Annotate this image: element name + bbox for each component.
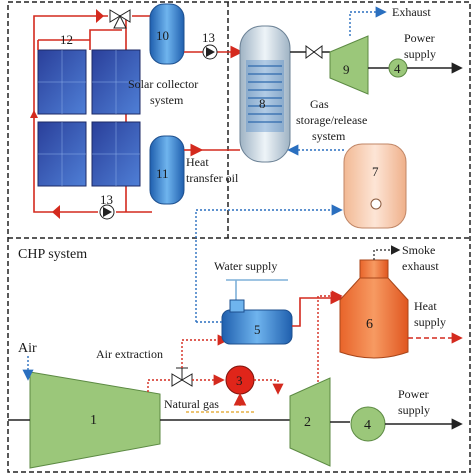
component-4-top-label: 4 <box>394 61 401 76</box>
compressor-1[interactable]: 1 <box>29 371 161 469</box>
smoke-exhaust-label-1: Smoke <box>402 243 435 257</box>
pump-13-bottom[interactable] <box>99 204 115 220</box>
combustor-3[interactable]: 3 <box>225 365 255 395</box>
heat-exchanger-5[interactable]: 5 <box>221 299 293 345</box>
component-11-label: 11 <box>156 166 169 181</box>
gas-storage-label-3: system <box>312 129 346 143</box>
hx-to-6 <box>292 291 344 327</box>
power-top-label-2: supply <box>404 47 436 61</box>
smoke-line <box>373 245 401 260</box>
component-1-label: 1 <box>90 413 97 428</box>
generator-4-top[interactable]: 4 <box>388 58 408 78</box>
component-12-label: 12 <box>60 32 73 47</box>
air-valve[interactable] <box>171 367 193 387</box>
component-8-label: 8 <box>259 96 266 111</box>
component-13-bottom-label: 13 <box>100 192 113 207</box>
heat-transfer-label-2: transfer oil <box>186 171 239 185</box>
exhaust-label: Exhaust <box>392 5 431 19</box>
exhaust-to-6 <box>317 290 343 382</box>
heat-supply-label-2: supply <box>414 315 446 329</box>
air-label: Air <box>18 341 37 356</box>
pipe-arrow <box>52 205 60 219</box>
gas-storage-8[interactable]: 8 <box>239 25 291 163</box>
component-13-top-label: 13 <box>202 30 215 45</box>
tank-10[interactable]: 10 <box>149 3 185 65</box>
power-bottom-label-2: supply <box>398 403 430 417</box>
component-9-label: 9 <box>343 62 350 77</box>
component-7-label: 7 <box>372 164 379 179</box>
component-5-label: 5 <box>254 322 261 337</box>
gas-storage-label-1: Gas <box>310 97 329 111</box>
power-top-label-1: Power <box>404 31 435 45</box>
power-bottom-label-1: Power <box>398 387 429 401</box>
line-5-to-7 <box>195 204 343 322</box>
solar-collector-label-2: system <box>150 93 184 107</box>
chp-system-label: CHP system <box>18 247 87 262</box>
expander-9[interactable]: 9 <box>329 35 369 95</box>
pipe-arrow <box>30 110 38 118</box>
exhaust-line <box>349 6 387 36</box>
combustor-to-turbine <box>254 379 284 395</box>
three-way-valve <box>109 9 131 29</box>
outer-border <box>7 1 471 473</box>
pump-13-top[interactable] <box>202 44 218 60</box>
natural-gas-label: Natural gas <box>164 397 219 411</box>
tank-11[interactable]: 11 <box>149 135 185 205</box>
tank-7[interactable]: 7 <box>343 143 407 229</box>
component-6-label: 6 <box>366 317 373 332</box>
generator-4-bottom[interactable]: 4 <box>350 406 386 442</box>
air-extraction-label: Air extraction <box>96 347 163 361</box>
solar-collector-label-1: Solar collector <box>128 77 198 91</box>
component-4-bottom-label: 4 <box>364 418 371 433</box>
pipe-arrow <box>96 9 104 23</box>
component-2-label: 2 <box>304 415 311 430</box>
heat-supply-label-1: Heat <box>414 299 437 313</box>
heat-transfer-label-1: Heat <box>186 155 209 169</box>
component-3-label: 3 <box>236 373 243 388</box>
compressed-air <box>147 379 170 392</box>
hrsg-6[interactable]: 6 <box>339 259 409 359</box>
solar-panels[interactable] <box>37 49 141 187</box>
valve-8-9[interactable] <box>305 45 323 59</box>
turbine-2[interactable]: 2 <box>289 377 331 467</box>
component-10-label: 10 <box>156 28 169 43</box>
water-supply-label: Water supply <box>214 259 277 273</box>
air-extraction-line <box>181 334 229 368</box>
gas-storage-label-2: storage/release <box>296 113 367 127</box>
smoke-exhaust-label-2: exhaust <box>402 259 439 273</box>
